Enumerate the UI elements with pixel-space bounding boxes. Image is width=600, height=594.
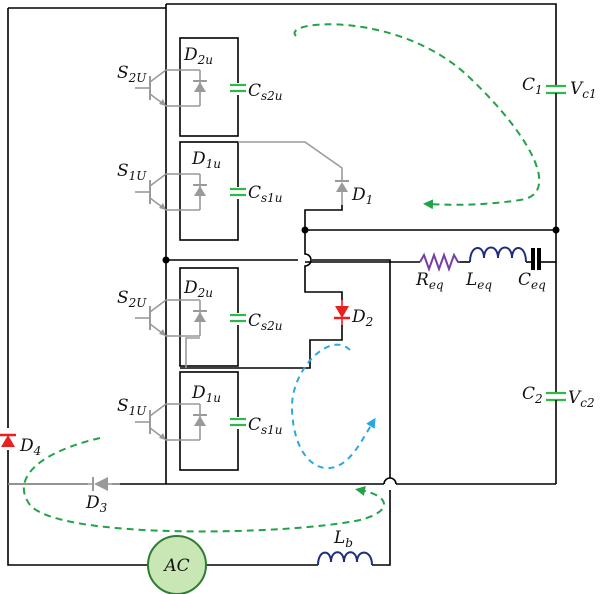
current-path-green-top: [293, 23, 541, 210]
main-wiring: [7, 3, 557, 566]
capacitor-c1: [546, 58, 566, 122]
switch-cells: [135, 69, 246, 441]
cell-s2u-top: [135, 69, 246, 107]
label-req: Req: [415, 270, 444, 292]
diode-d2: [334, 300, 350, 325]
label-leq: Leq: [465, 270, 492, 292]
label-cs2u-bot: Cs2u: [248, 311, 283, 333]
resistor-req: [419, 252, 460, 272]
labels: S2U D2u Cs2u S1U D1u Cs1u D1 S2U D2u Cs2…: [19, 45, 597, 550]
diode-d3: [8, 477, 120, 491]
current-path-green-bottom: [23, 437, 385, 533]
label-vc2: Vc2: [568, 388, 595, 410]
cell-s1u-bottom: [135, 403, 246, 441]
label-d3: D3: [85, 493, 108, 515]
igbt-icon: [135, 299, 180, 337]
label-cs1u-bot: Cs1u: [248, 415, 283, 437]
label-s2u-bot: S2U: [117, 288, 147, 310]
current-path-blue: [290, 343, 376, 470]
label-d2: D2: [351, 307, 373, 329]
wire-jump-bottom: [383, 477, 397, 485]
ac-label: AC: [162, 556, 189, 576]
inductor-leq: [469, 246, 527, 263]
label-d1u-top: D1u: [191, 149, 221, 171]
cell-s2u-bottom: [135, 299, 246, 337]
label-c2: C2: [522, 384, 543, 406]
capacitor-icon: [230, 83, 246, 95]
label-cs2u-top: Cs2u: [248, 81, 283, 103]
capacitor-c2: [546, 350, 566, 412]
igbt-icon: [135, 69, 180, 107]
label-s1u-bot: S1U: [117, 396, 147, 418]
diode-icon: [180, 69, 207, 107]
diode-d1: [335, 180, 349, 205]
label-cs1u-top: Cs1u: [248, 183, 283, 205]
igbt-icon: [135, 403, 180, 441]
capacitor-icon: [230, 417, 246, 429]
label-d2u-top: D2u: [183, 45, 213, 67]
diode-d4: [0, 428, 16, 450]
capacitor-icon: [230, 187, 246, 199]
cell-frames: [179, 37, 239, 471]
diode-icon: [180, 299, 207, 337]
label-lb: Lb: [333, 528, 353, 550]
diode-icon: [180, 173, 207, 211]
label-d1u-bot: D1u: [191, 383, 221, 405]
label-c1: C1: [522, 75, 543, 97]
igbt-icon: [135, 173, 180, 211]
label-s2u-top: S2U: [117, 63, 147, 85]
junction-dots: [162, 226, 560, 264]
label-d2u-bot: D2u: [183, 278, 213, 300]
capacitor-icon: [230, 313, 246, 325]
label-d1: D1: [351, 185, 373, 207]
label-vc1: Vc1: [570, 79, 597, 101]
inactive-wiring: [185, 141, 343, 368]
inductor-lb: [317, 551, 373, 566]
cell-s1u-top: [135, 173, 246, 211]
label-ceq: Ceq: [518, 270, 546, 292]
capacitor-ceq: [531, 248, 541, 270]
diode-icon: [180, 403, 207, 441]
label-s1u-top: S1U: [117, 161, 147, 183]
ac-source: AC: [147, 535, 207, 594]
label-d4: D4: [19, 436, 41, 458]
